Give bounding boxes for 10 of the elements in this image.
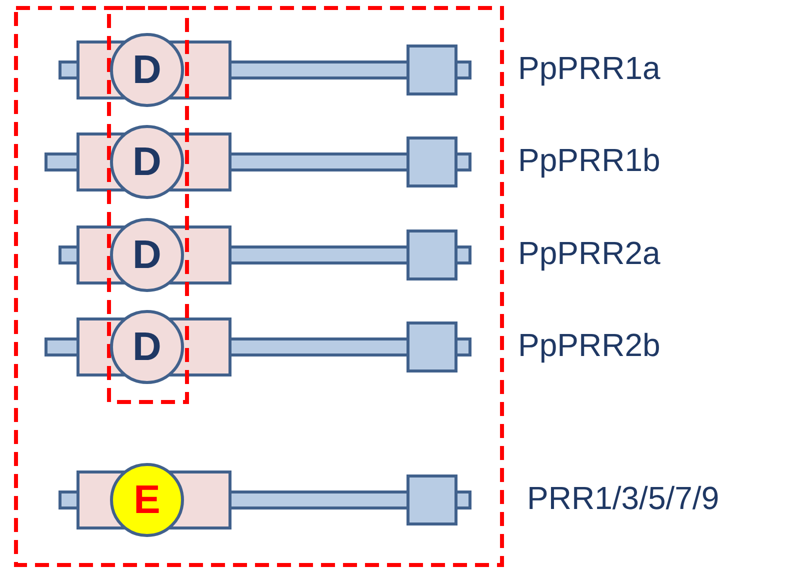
protein-name: PpPRR1b: [518, 142, 660, 179]
protein-name: PRR1/3/5/7/9: [527, 480, 720, 517]
domain-circle: E: [110, 463, 184, 537]
protein-name: PpPRR1a: [518, 50, 660, 87]
domain-circle: D: [110, 310, 184, 384]
protein-name: PpPRR2b: [518, 327, 660, 364]
domain-circle: D: [110, 33, 184, 107]
domain-circle: D: [110, 125, 184, 199]
protein-name: PpPRR2a: [518, 235, 660, 272]
domain-circle: D: [110, 218, 184, 292]
